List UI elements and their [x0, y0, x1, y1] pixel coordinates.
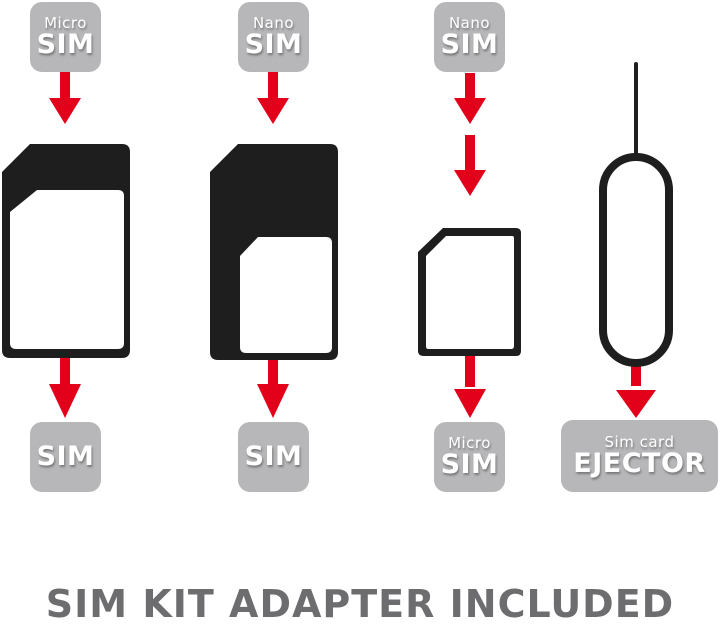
badge-small-text: Nano [448, 14, 491, 32]
badge-big-text: SIM [440, 449, 499, 480]
bottom-badge-sim-2: SIM [238, 422, 309, 492]
badge-big-text: SIM [36, 29, 95, 60]
badge-small-text: Sim card [604, 433, 675, 451]
bottom-badge-micro-sim: Micro SIM [434, 422, 505, 492]
arrow-icons [49, 72, 656, 418]
bottom-badge-sim-ejector: Sim card EJECTOR [561, 420, 718, 492]
top-badge-micro-sim: Micro SIM [30, 2, 101, 72]
badge-small-text: Nano [252, 14, 295, 32]
sim-ejector-pin-icon [599, 62, 673, 367]
nano-sim-adapter-icon [210, 144, 338, 360]
badge-big-text: SIM [440, 29, 499, 60]
badge-big-text: SIM [244, 441, 303, 472]
micro-sim-adapter-icon [2, 144, 130, 358]
badge-big-text: SIM [36, 441, 95, 472]
bottom-badge-sim-1: SIM [30, 422, 101, 492]
badge-big-text: EJECTOR [573, 448, 706, 479]
top-badge-nano-sim: Nano SIM [238, 2, 309, 72]
footer-title: SIM KIT ADAPTER INCLUDED [45, 582, 675, 626]
badge-big-text: SIM [244, 29, 303, 60]
top-badge-nano-sim-2: Nano SIM [434, 2, 505, 72]
badge-small-text: Micro [448, 434, 491, 452]
badge-small-text: Micro [44, 14, 87, 32]
nano-to-micro-adapter-icon [418, 228, 521, 356]
